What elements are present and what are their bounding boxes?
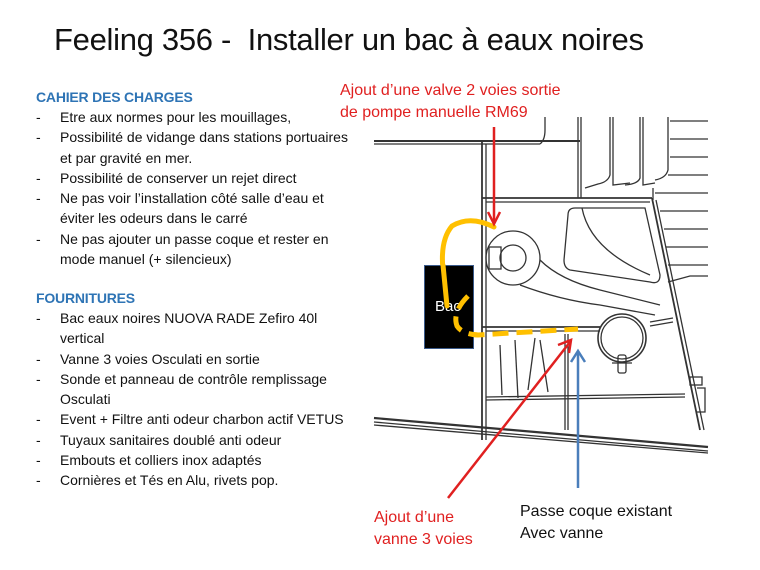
bullet-dash: - xyxy=(36,310,41,326)
label-valve-line2: de pompe manuelle RM69 xyxy=(340,104,528,121)
list-item: - Vanne 3 voies Osculati en sortie xyxy=(36,349,350,369)
fournitures-heading: FOURNITURES xyxy=(36,290,135,306)
list-item-text: Sonde et panneau de contrôle remplissage… xyxy=(60,370,327,408)
list-item-text: Possibilité de conserver un rejet direct xyxy=(60,169,297,186)
bullet-dash: - xyxy=(36,129,41,146)
list-item: - Embouts et colliers inox adaptés xyxy=(36,450,350,470)
bullet-dash: - xyxy=(36,411,41,428)
slide-title: Feeling 356 - Installer un bac à eaux no… xyxy=(54,22,644,57)
label-passe-line2: Avec vanne xyxy=(520,525,604,542)
list-item-text: Cornières et Tés en Alu, rivets pop. xyxy=(60,472,279,489)
list-item-text: Ne pas voir l’installation côté salle d’… xyxy=(60,190,324,227)
list-item-text: Tuyaux sanitaires doublé anti odeur xyxy=(60,431,282,448)
list-item-text: Bac eaux noires NUOVA RADE Zefiro 40l ve… xyxy=(60,310,318,347)
bullet-dash: - xyxy=(36,109,41,125)
bullet-dash: - xyxy=(36,370,41,387)
list-item-text: Embouts et colliers inox adaptés xyxy=(60,452,262,469)
label-vanne-line1: Ajout d’une xyxy=(374,509,455,526)
list-item: - Bac eaux noires NUOVA RADE Zefiro 40l v… xyxy=(36,308,350,349)
list-item: - Event + Filtre anti odeur charbon actif… xyxy=(36,409,350,429)
arrow-vanne-line xyxy=(447,341,571,499)
fournitures-list: - Bac eaux noires NUOVA RADE Zefiro 40l v… xyxy=(36,308,350,491)
list-item: - Sonde et panneau de contrôle remplissag… xyxy=(36,369,350,410)
list-item: - Possibilité de vidange dans stations po… xyxy=(36,127,350,168)
list-item: - Tuyaux sanitaires doublé anti odeur xyxy=(36,430,350,450)
bullet-dash: - xyxy=(36,472,41,489)
pipe-solid xyxy=(439,218,497,309)
list-item: - Ne pas voir l’installation côté salle d… xyxy=(36,188,350,229)
cahier-des-charges-heading: CAHIER DES CHARGES xyxy=(36,89,193,105)
list-item-text: Vanne 3 voies Osculati en sortie xyxy=(60,350,260,367)
arrow-up-icon xyxy=(569,348,587,363)
label-valve-line1: Ajout d’une valve 2 voies sortie xyxy=(340,82,561,99)
list-item-text: Possibilité de vidange dans stations por… xyxy=(60,129,348,166)
list-item-text: Ne pas ajouter un passe coque et rester … xyxy=(60,230,329,268)
list-item: - Ne pas ajouter un passe coque et rester… xyxy=(36,229,350,270)
list-item-text: Etre aux normes pour les mouillages, xyxy=(60,109,292,125)
arrow-down-icon xyxy=(486,211,502,227)
bullet-dash: - xyxy=(36,431,41,448)
bullet-dash: - xyxy=(36,169,41,186)
bullet-dash: - xyxy=(36,230,41,247)
label-passe-line1: Passe coque existant xyxy=(520,503,673,520)
label-vanne-line2: vanne 3 voies xyxy=(374,531,473,548)
list-item: - Etre aux normes pour les mouillages, xyxy=(36,107,350,127)
list-item: - Possibilité de conserver un rejet direc… xyxy=(36,168,350,188)
bullet-dash: - xyxy=(36,190,41,207)
bullet-dash: - xyxy=(36,452,41,469)
list-item: - Cornières et Tés en Alu, rivets pop. xyxy=(36,470,350,490)
bullet-dash: - xyxy=(36,350,41,367)
arrow-diagonal-icon xyxy=(557,338,573,354)
cahier-des-charges-list: - Etre aux normes pour les mouillages, - P… xyxy=(36,107,350,269)
list-item-text: Event + Filtre anti odeur charbon actif … xyxy=(60,411,344,428)
